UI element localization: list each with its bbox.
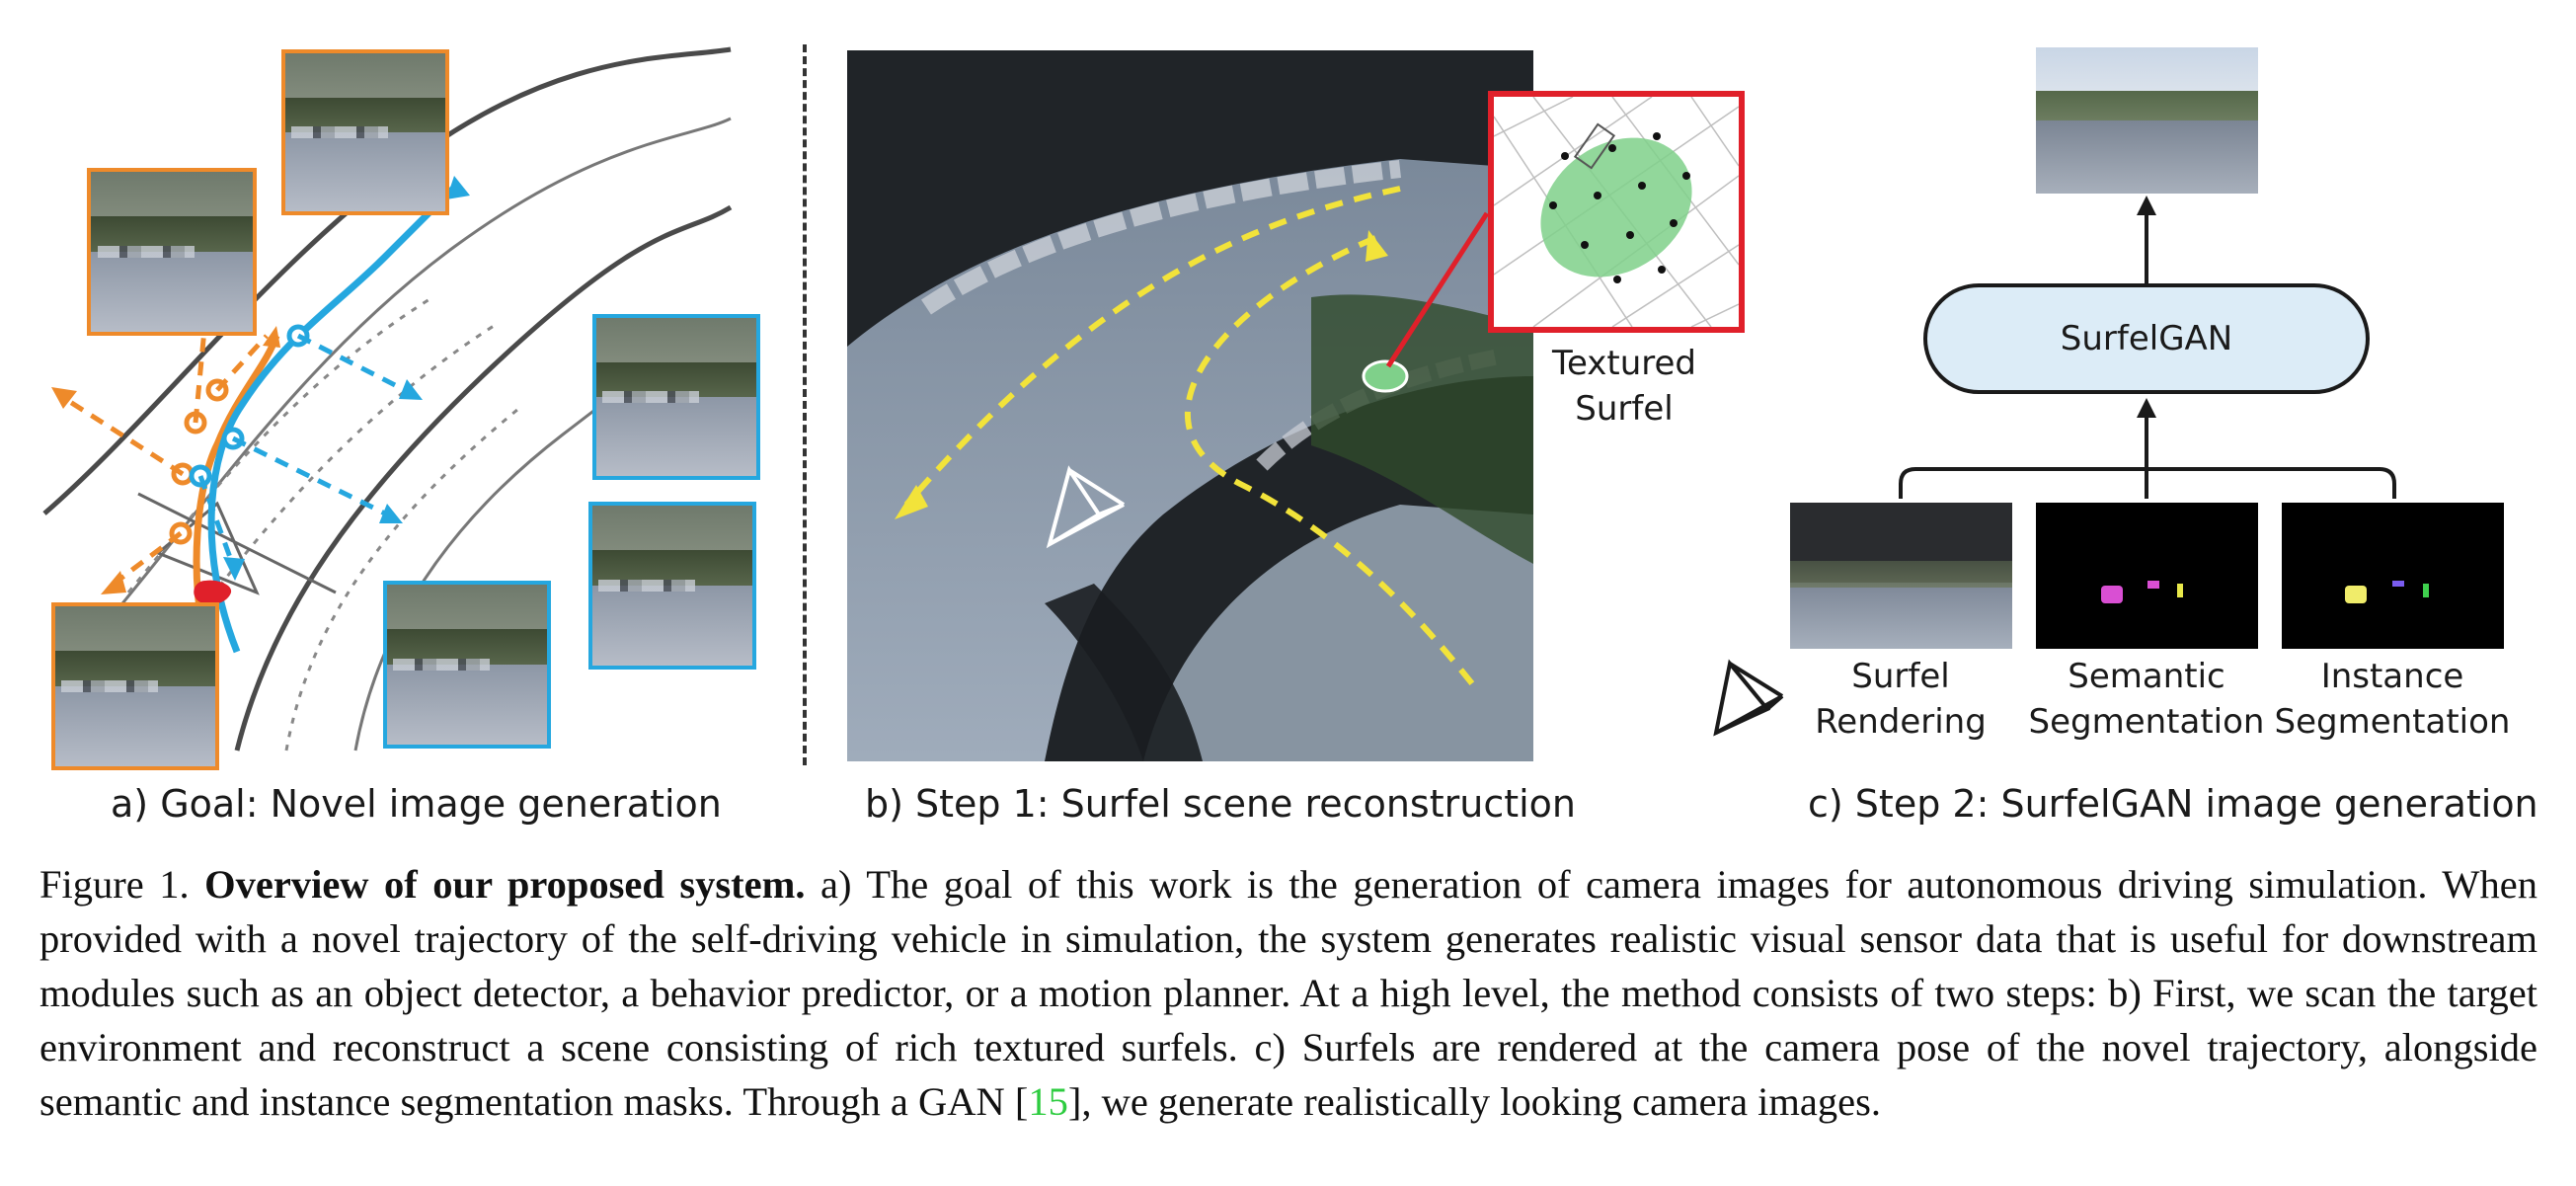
- surfel-reconstruction-image: [847, 50, 1533, 761]
- panel-a: [39, 40, 770, 770]
- yellow-arrowhead: [895, 485, 928, 519]
- surfelgan-label: SurfelGAN: [2060, 319, 2233, 358]
- yellow-trajectory-arrows: [903, 186, 1482, 694]
- recorded-view-thumbnail: [588, 502, 756, 670]
- panel-divider: [803, 44, 807, 765]
- instance-segmentation-label: Instance Segmentation: [2274, 657, 2511, 742]
- semantic-segmentation-image: [2036, 503, 2258, 649]
- recorded-view-thumbnail: [592, 314, 760, 480]
- surfelgan-model-box: SurfelGAN: [1923, 283, 2370, 394]
- vehicle-marker: [194, 580, 232, 605]
- novel-view-thumbnail: [87, 168, 257, 336]
- generated-image: [2036, 47, 2258, 194]
- panel-c-caption: c) Step 2: SurfelGAN image generation: [1808, 782, 2538, 826]
- blue-trajectory: [207, 185, 457, 654]
- camera-frustum-icon: [1046, 465, 1126, 549]
- figure-caption-body: a) The goal of this work is the generati…: [39, 862, 2537, 1124]
- surfel-marker: [1362, 359, 1409, 393]
- novel-view-thumbnail: [281, 49, 449, 215]
- figure-caption-title: Overview of our proposed system.: [204, 862, 806, 907]
- surfel-rendering-image: [1790, 503, 2012, 649]
- blue-arrowheads: [223, 379, 423, 581]
- figure-caption: Figure 1. Overview of our proposed syste…: [39, 857, 2537, 1129]
- figure-caption-tail: ], we generate realistically looking cam…: [1067, 1079, 1882, 1124]
- panel-b-caption: b) Step 1: Surfel scene reconstruction: [865, 782, 1576, 826]
- map-trajectory-diagram: [42, 46, 733, 751]
- blue-arrowhead: [446, 176, 470, 199]
- figure-number: Figure 1.: [39, 862, 205, 907]
- novel-view-thumbnail: [51, 602, 219, 770]
- semantic-segmentation-label: Semantic Segmentation: [2028, 657, 2265, 742]
- textured-surfel-inset: [1488, 91, 1745, 333]
- recorded-view-thumbnail: [383, 581, 551, 749]
- instance-segmentation-image: [2282, 503, 2504, 649]
- citation-link[interactable]: 15: [1028, 1079, 1068, 1124]
- yellow-arrowhead: [1366, 230, 1388, 262]
- blue-view-arrows: [197, 333, 407, 564]
- surfel-rendering-label: Surfel Rendering: [1815, 657, 1987, 742]
- textured-surfel-label: Textured Surfel: [1551, 344, 1697, 429]
- panel-a-caption: a) Goal: Novel image generation: [111, 782, 722, 826]
